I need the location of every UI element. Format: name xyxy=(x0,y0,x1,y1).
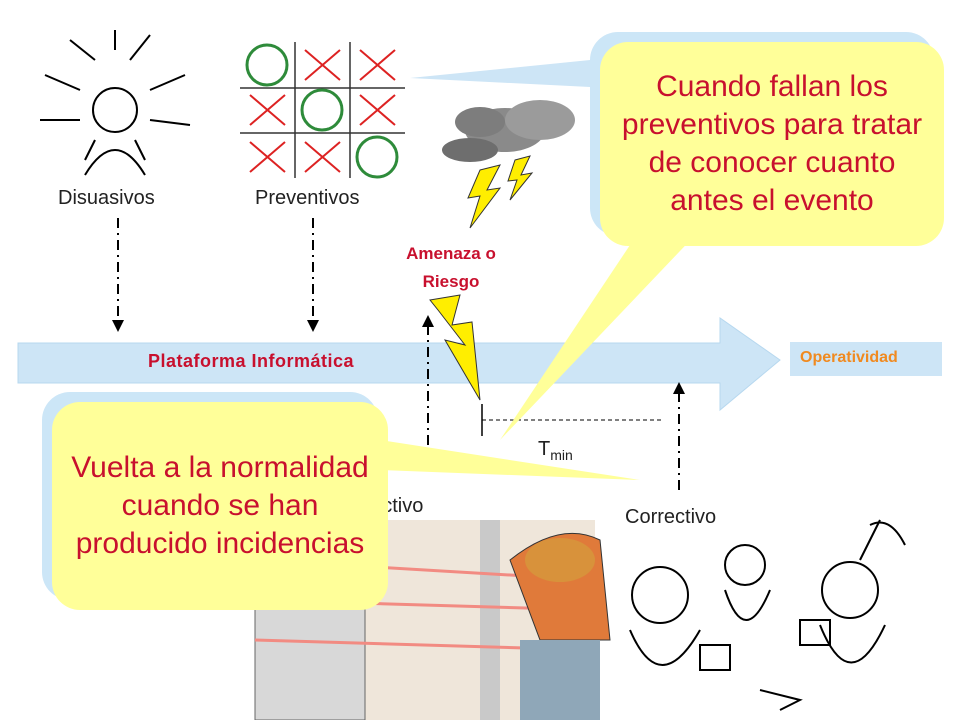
platform-arrow xyxy=(17,317,781,412)
lightning-icon xyxy=(429,294,481,401)
preventivos-grid xyxy=(240,42,405,179)
disuasivos-illustration xyxy=(40,30,191,176)
amenaza-text: Amenaza o xyxy=(406,244,496,263)
correctivo-label: Correctivo xyxy=(625,506,717,528)
tmin-sub: min xyxy=(550,447,573,463)
amenaza-label: Amenaza o Riesgo xyxy=(395,240,507,296)
operatividad-box xyxy=(790,342,942,376)
operatividad-label: Operatividad xyxy=(800,349,898,366)
platform-label: Plataforma Informática xyxy=(148,351,355,371)
cloud-icon xyxy=(442,100,575,162)
bottom-callout-tail xyxy=(380,440,640,480)
riesgo-text: Riesgo xyxy=(422,272,480,291)
tmin-label: Tmin xyxy=(538,438,573,463)
tmin-main: T xyxy=(538,438,551,460)
bottom-callout: Vuelta a la normalidad cuando se han pro… xyxy=(52,402,388,610)
correctivo-illustration xyxy=(629,519,906,711)
top-callout-tail xyxy=(410,58,610,88)
top-callout: Cuando fallan los preventivos para trata… xyxy=(600,42,944,246)
detectivo-illustration xyxy=(254,520,611,720)
disuasivos-label: Disuasivos xyxy=(58,187,155,209)
preventivos-label: Preventivos xyxy=(255,187,360,209)
lightning-small-icon xyxy=(467,164,502,229)
